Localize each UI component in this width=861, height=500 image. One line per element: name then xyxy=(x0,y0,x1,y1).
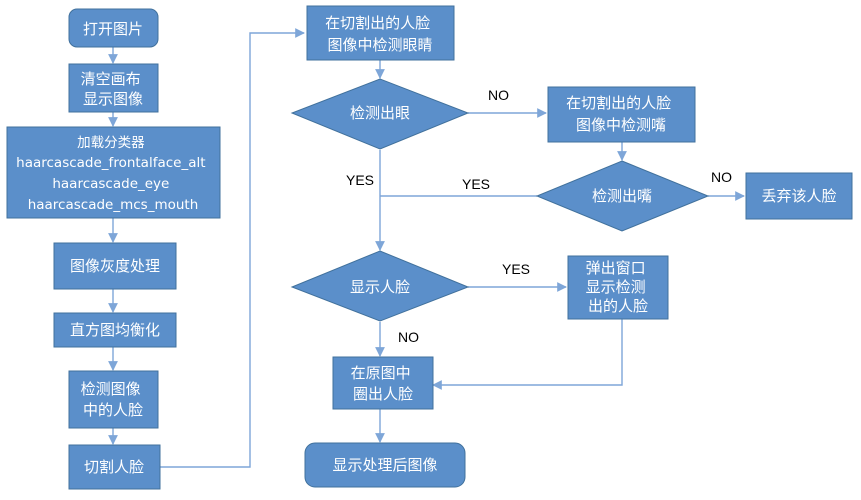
node-detect-eyes: 在切割出的人脸 图像中检测眼睛 xyxy=(306,5,455,61)
edge-labels: NO YES YES NO YES NO xyxy=(346,87,732,345)
node-eyes-detected: 检测出眼 xyxy=(290,78,470,150)
label-mouth-no: NO xyxy=(711,169,732,185)
node-discard-face: 丢弃该人脸 xyxy=(745,172,853,220)
node-clear-canvas-text: 清空画布 显示图像 xyxy=(81,70,146,108)
node-circle-face: 在原图中 圈出人脸 xyxy=(332,356,434,410)
detect-eyes-line-2: 图像中检测眼睛 xyxy=(327,36,432,54)
node-hist-equalize-text: 直方图均衡化 xyxy=(70,321,160,339)
node-hist-equalize: 直方图均衡化 xyxy=(53,312,177,348)
node-circle-face-text: 在原图中 圈出人脸 xyxy=(351,364,416,403)
node-show-face: 显示人脸 xyxy=(290,250,470,322)
popup-window-line-1: 弹出窗口 xyxy=(586,259,646,277)
detect-faces-line-2: 中的人脸 xyxy=(83,401,143,419)
clear-canvas-line-1: 清空画布 xyxy=(81,70,141,88)
popup-window-line-3: 出的人脸 xyxy=(588,297,648,315)
node-crop-face: 切割人脸 xyxy=(68,444,161,490)
node-crop-face-text: 切割人脸 xyxy=(84,458,144,476)
node-popup-window-text: 弹出窗口 显示检测 出的人脸 xyxy=(586,259,651,315)
detect-mouth-line-1: 在切割出的人脸 xyxy=(566,94,671,112)
node-open-image: 打开图片 xyxy=(68,8,159,48)
load-classifiers-line-3: haarcascade_eye xyxy=(52,176,169,192)
circle-face-line-2: 圈出人脸 xyxy=(353,385,413,403)
load-classifiers-line-2: haarcascade_frontalface_alt xyxy=(16,155,205,171)
node-mouth-detected-text: 检测出嘴 xyxy=(592,187,652,205)
edges xyxy=(108,28,745,468)
node-detect-faces: 检测图像 中的人脸 xyxy=(68,370,159,429)
node-clear-canvas: 清空画布 显示图像 xyxy=(68,63,159,113)
node-detect-eyes-text: 在切割出的人脸 图像中检测眼睛 xyxy=(325,14,435,54)
node-open-image-text: 打开图片 xyxy=(83,20,143,38)
node-popup-window: 弹出窗口 显示检测 出的人脸 xyxy=(567,255,669,320)
node-load-classifiers-text: 加载分类器 haarcascade_frontalface_alt haarca… xyxy=(16,135,210,213)
node-detect-faces-text: 检测图像 中的人脸 xyxy=(81,380,146,419)
edge-crop-to-eyes xyxy=(160,28,305,468)
node-discard-face-text: 丢弃该人脸 xyxy=(761,187,836,205)
node-eyes-detected-text: 检测出眼 xyxy=(350,104,410,122)
node-load-classifiers: 加载分类器 haarcascade_frontalface_alt haarca… xyxy=(6,126,221,219)
node-detect-mouth: 在切割出的人脸 图像中检测嘴 xyxy=(547,86,696,143)
detect-mouth-line-2: 图像中检测嘴 xyxy=(576,116,666,134)
load-classifiers-line-1: 加载分类器 xyxy=(77,135,145,151)
label-show-no: NO xyxy=(398,329,419,345)
node-mouth-detected: 检测出嘴 xyxy=(535,160,710,232)
load-classifiers-line-4: haarcascade_mcs_mouth xyxy=(28,197,199,213)
node-grayscale-text: 图像灰度处理 xyxy=(70,257,160,275)
node-detect-mouth-text: 在切割出的人脸 图像中检测嘴 xyxy=(566,94,676,134)
node-show-face-text: 显示人脸 xyxy=(350,278,410,296)
edge-popup-to-circle xyxy=(432,319,623,390)
clear-canvas-line-2: 显示图像 xyxy=(83,90,143,108)
label-show-yes: YES xyxy=(502,261,530,277)
node-show-result-text: 显示处理后图像 xyxy=(332,456,437,474)
detect-eyes-line-1: 在切割出的人脸 xyxy=(325,14,430,32)
label-mouth-yes: YES xyxy=(462,176,490,192)
detect-faces-line-1: 检测图像 xyxy=(81,380,141,398)
popup-window-line-2: 显示检测 xyxy=(586,278,646,296)
label-eyes-no: NO xyxy=(488,87,509,103)
label-eyes-yes: YES xyxy=(346,172,374,188)
node-grayscale: 图像灰度处理 xyxy=(53,242,177,290)
node-show-result: 显示处理后图像 xyxy=(304,442,466,488)
circle-face-line-1: 在原图中 xyxy=(351,364,411,382)
